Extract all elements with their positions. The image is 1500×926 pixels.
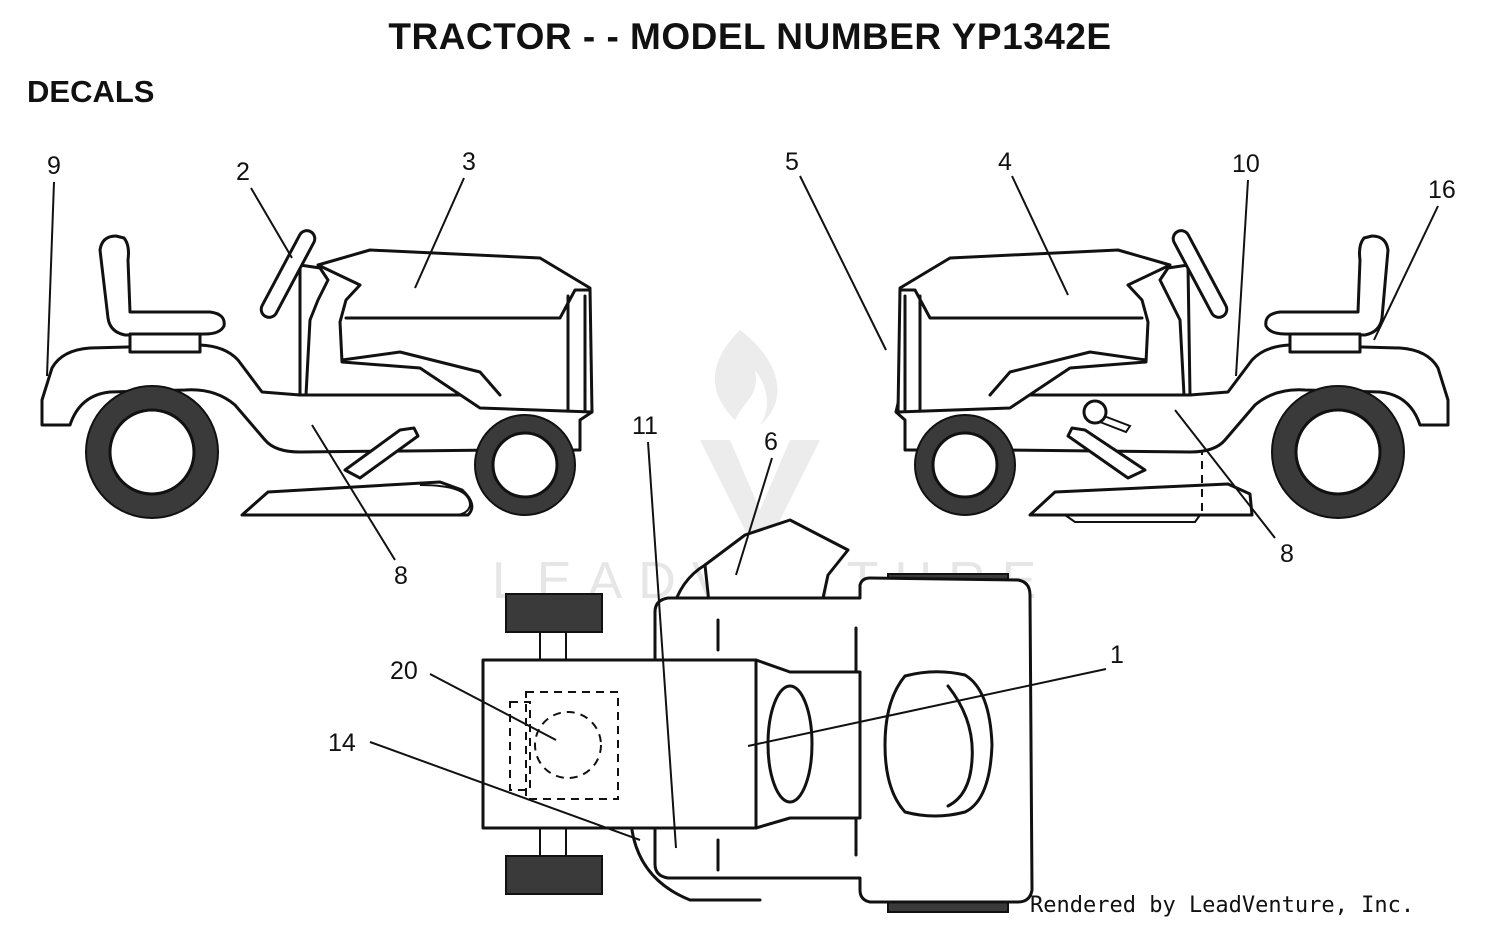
rear-fender [40, 343, 594, 454]
callout-6: 6 [764, 428, 778, 456]
section-heading: DECALS [27, 74, 155, 109]
callout-16: 16 [1428, 176, 1456, 204]
mower-deck [1028, 482, 1254, 517]
rear-fender [894, 343, 1450, 454]
steering-wheel [1171, 229, 1229, 319]
front-tire-bottom [505, 855, 603, 895]
hood [316, 248, 594, 414]
steering-wheel [259, 229, 317, 319]
decal-area [525, 691, 619, 800]
steering-column [1158, 263, 1192, 397]
lever-knob [1082, 399, 1108, 425]
callout-1: 1 [1110, 641, 1124, 669]
callout-8-left: 8 [394, 562, 408, 590]
callout-14: 14 [328, 729, 356, 757]
page-title: TRACTOR - - MODEL NUMBER YP1342E [388, 16, 1112, 57]
seat-top [883, 670, 994, 818]
seat [98, 234, 226, 337]
front-tire-top [505, 593, 603, 633]
foot-pedal [343, 426, 420, 480]
callout-4: 4 [998, 148, 1012, 176]
tractor-left-side-view [40, 229, 594, 519]
foot-pedal [1066, 426, 1147, 480]
callout-9: 9 [47, 152, 61, 180]
callout-11: 11 [632, 412, 658, 440]
callout-5: 5 [785, 148, 799, 176]
hood-top [481, 658, 758, 830]
callout-2: 2 [236, 158, 250, 186]
tractor-right-side-view [894, 229, 1450, 523]
seat-base [128, 332, 202, 354]
callout-3: 3 [462, 148, 476, 176]
tractor-top-view [481, 518, 1034, 913]
leader-lines [46, 175, 1439, 849]
seat-base [1288, 332, 1362, 354]
steering-column [298, 263, 330, 397]
steering-wheel-top [766, 684, 814, 804]
render-credit: Rendered by LeadVenture, Inc. [1030, 893, 1415, 918]
hood [896, 248, 1172, 414]
seat [1264, 234, 1390, 337]
callout-20: 20 [390, 657, 418, 685]
callout-labels: 9 2 3 8 5 4 10 16 8 11 6 1 20 14 [47, 148, 1456, 757]
callout-10: 10 [1232, 150, 1260, 178]
callout-8-right: 8 [1280, 540, 1294, 568]
